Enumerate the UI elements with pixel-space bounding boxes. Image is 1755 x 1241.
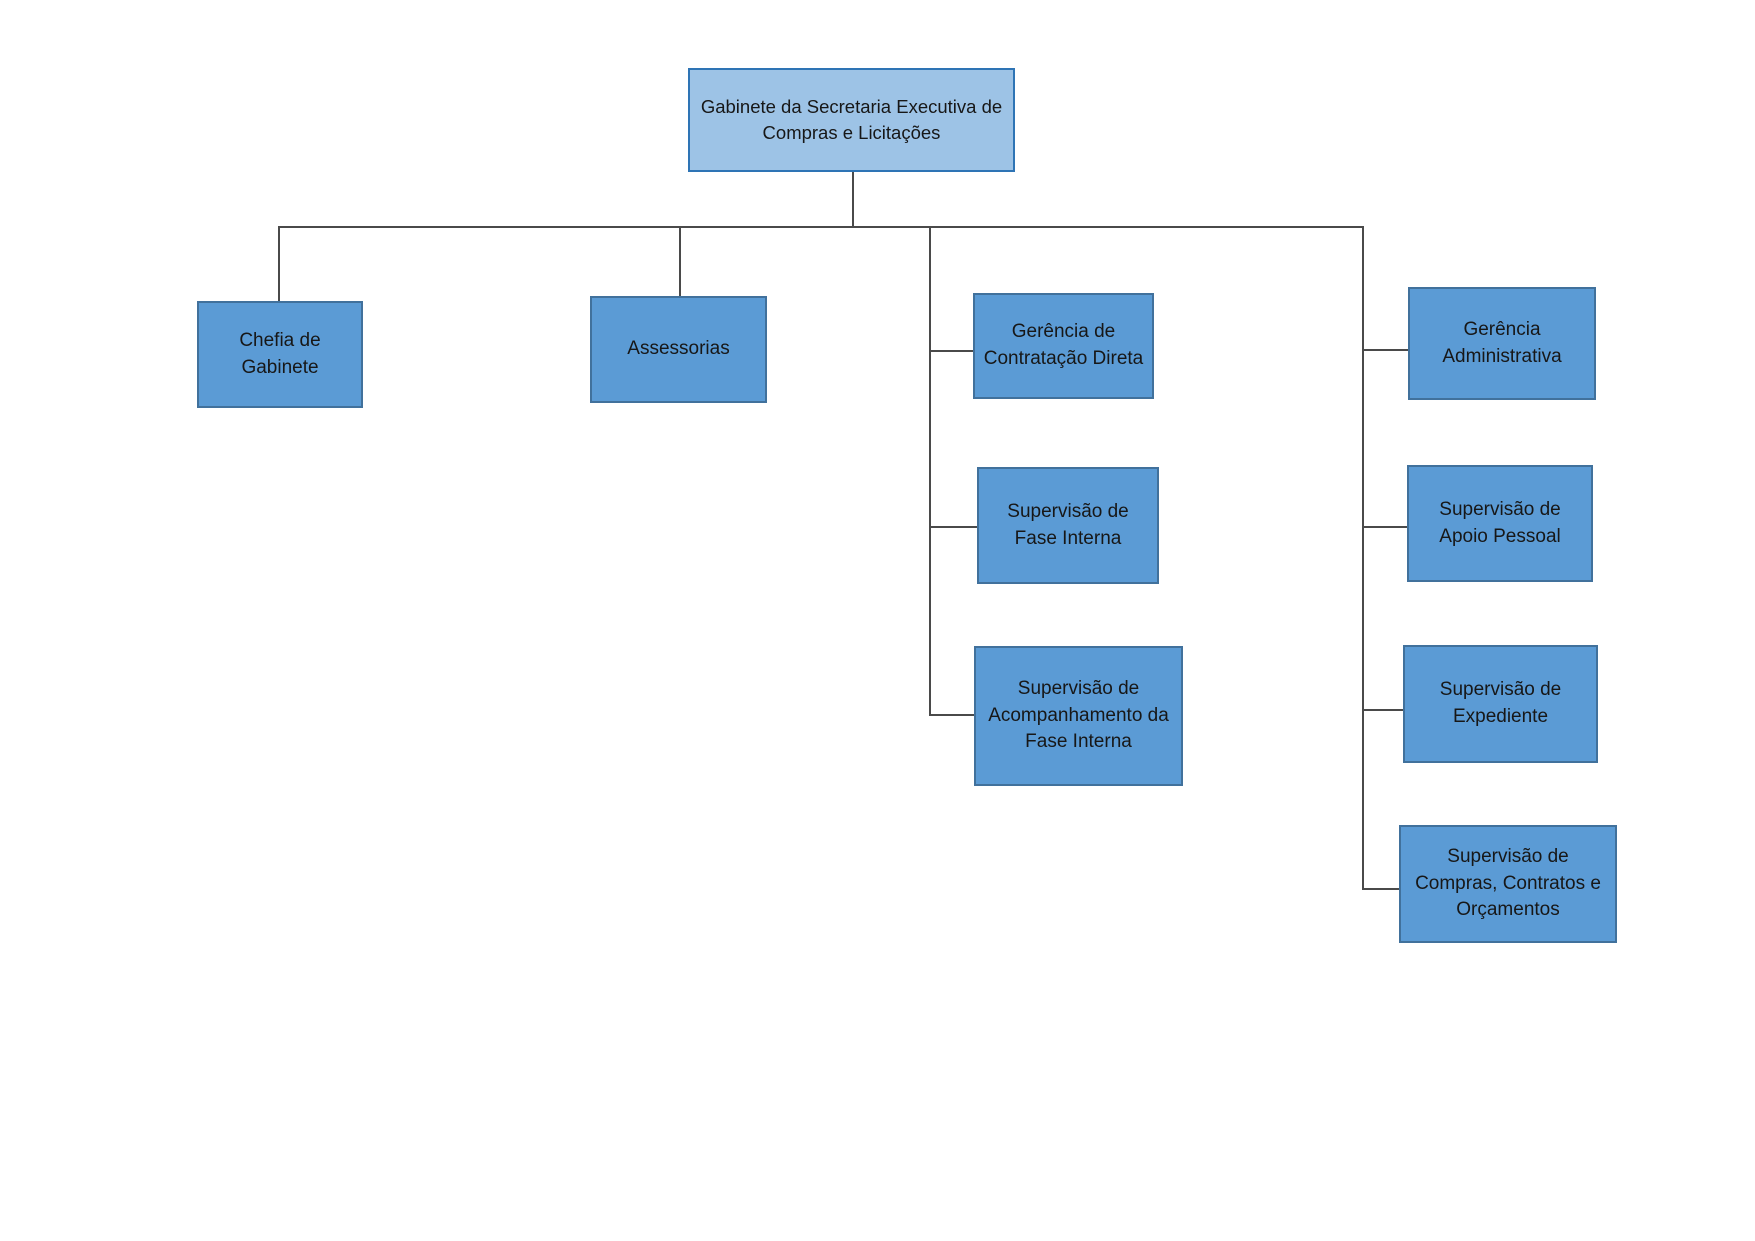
org-node-label: Assessorias <box>627 338 730 360</box>
connector-middle-stub-1 <box>929 350 973 352</box>
org-node-supervisao-fase-interna: Supervisão de Fase Interna <box>977 467 1159 584</box>
org-node-label: Gerência de Contratação Direta <box>983 321 1144 369</box>
connector-right-stub-3 <box>1362 709 1403 711</box>
org-node-chefia-gabinete: Chefia de Gabinete <box>197 301 363 408</box>
org-node-label: Chefia de Gabinete <box>239 329 321 378</box>
org-node-label: Supervisão de Acompanhamento da Fase Int… <box>988 677 1169 753</box>
org-node-label: Gabinete da Secretaria Executiva de Comp… <box>700 95 1003 143</box>
connector-assessorias-drop <box>679 226 681 296</box>
connector-root-drop <box>852 172 854 227</box>
org-node-label: Supervisão de Fase Interna <box>1007 500 1129 549</box>
org-node-gabinete-secretaria: Gabinete da Secretaria Executiva de Comp… <box>688 68 1015 172</box>
org-node-gerencia-administrativa: Gerência Administrativa <box>1408 287 1596 400</box>
org-node-label: Supervisão de Expediente <box>1439 679 1562 727</box>
connector-middle-stub-2 <box>929 526 977 528</box>
connector-right-vertical <box>1362 226 1364 889</box>
org-node-gerencia-contratacao-direta: Gerência de Contratação Direta <box>973 293 1154 399</box>
org-node-supervisao-apoio-pessoal: Supervisão de Apoio Pessoal <box>1407 465 1593 582</box>
org-node-label: Supervisão de Apoio Pessoal <box>1439 498 1561 547</box>
org-node-label: Gerência Administrativa <box>1442 318 1562 367</box>
connector-chefia-drop <box>278 226 280 301</box>
org-node-label: Supervisão de Compras, Contratos e Orçam… <box>1415 845 1601 921</box>
connector-right-stub-1 <box>1362 349 1408 351</box>
org-node-supervisao-expediente: Supervisão de Expediente <box>1403 645 1598 763</box>
org-node-supervisao-acompanhamento-fase-interna: Supervisão de Acompanhamento da Fase Int… <box>974 646 1183 786</box>
org-node-supervisao-compras-contratos-orcamentos: Supervisão de Compras, Contratos e Orçam… <box>1399 825 1617 943</box>
connector-main-horizontal <box>278 226 1364 228</box>
connector-right-stub-2 <box>1362 526 1407 528</box>
org-node-assessorias: Assessorias <box>590 296 767 403</box>
connector-middle-vertical <box>929 226 931 715</box>
connector-right-stub-4 <box>1362 888 1399 890</box>
connector-middle-stub-3 <box>929 714 974 716</box>
